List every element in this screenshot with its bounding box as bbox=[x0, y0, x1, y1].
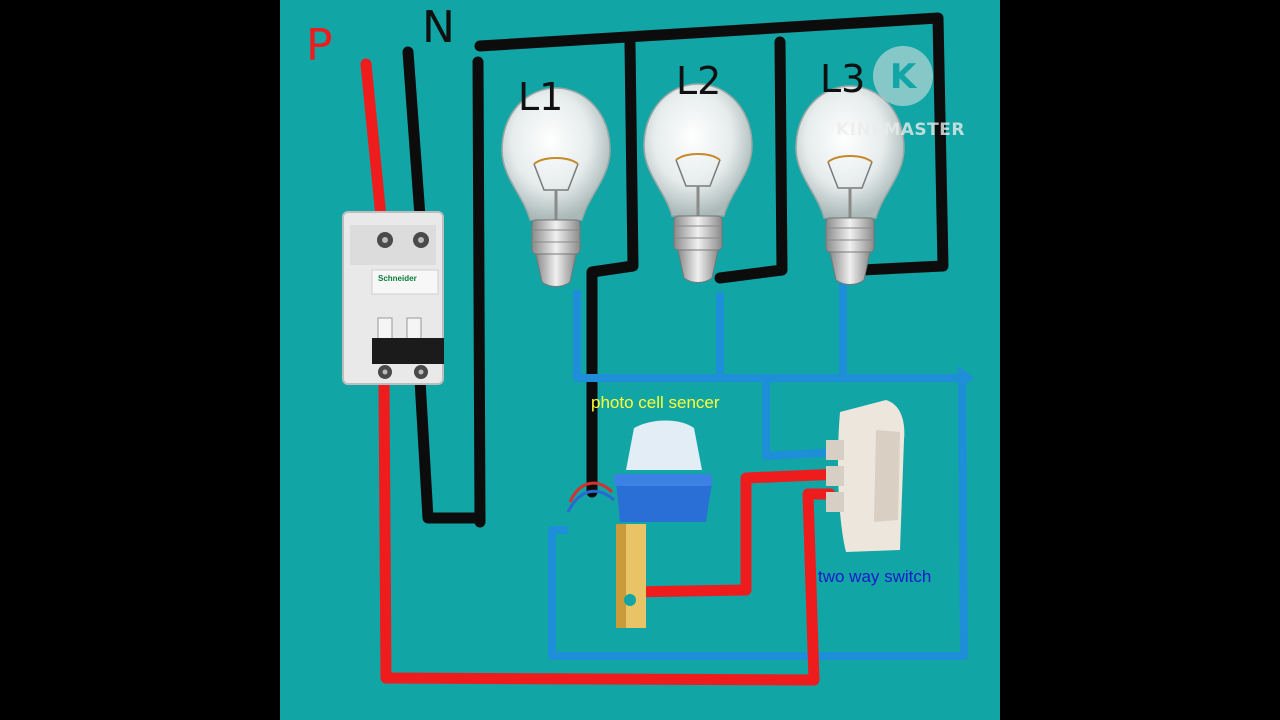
neutral-label: N bbox=[422, 2, 455, 53]
switched-wires bbox=[548, 278, 968, 660]
photo-cell-label: photo cell sencer bbox=[591, 393, 720, 412]
kinemaster-k-icon: K bbox=[873, 46, 933, 106]
photo-cell-sensor-icon bbox=[566, 420, 712, 628]
diagram-canvas: Schneider bbox=[280, 0, 1000, 720]
bulb-l1-icon bbox=[501, 87, 611, 287]
circuit-breaker: Schneider bbox=[342, 211, 444, 385]
breaker-brand: Schneider bbox=[378, 274, 417, 283]
lamp-label-l1: L1 bbox=[518, 75, 564, 119]
phase-label: P bbox=[306, 20, 333, 71]
watermark-text: KINEMASTER bbox=[836, 120, 965, 140]
bulb-l3-icon bbox=[795, 85, 905, 285]
lamp-label-l2: L2 bbox=[676, 59, 722, 103]
two-way-switch-label: two way switch bbox=[818, 567, 932, 586]
watermark-letter: K bbox=[890, 57, 918, 97]
neutral-wires bbox=[402, 12, 949, 528]
two-way-switch-icon bbox=[826, 400, 905, 552]
lamp-label-l3: L3 bbox=[820, 57, 866, 101]
bulb-l2-icon bbox=[643, 83, 753, 283]
wiring-diagram: Schneider bbox=[342, 12, 974, 686]
